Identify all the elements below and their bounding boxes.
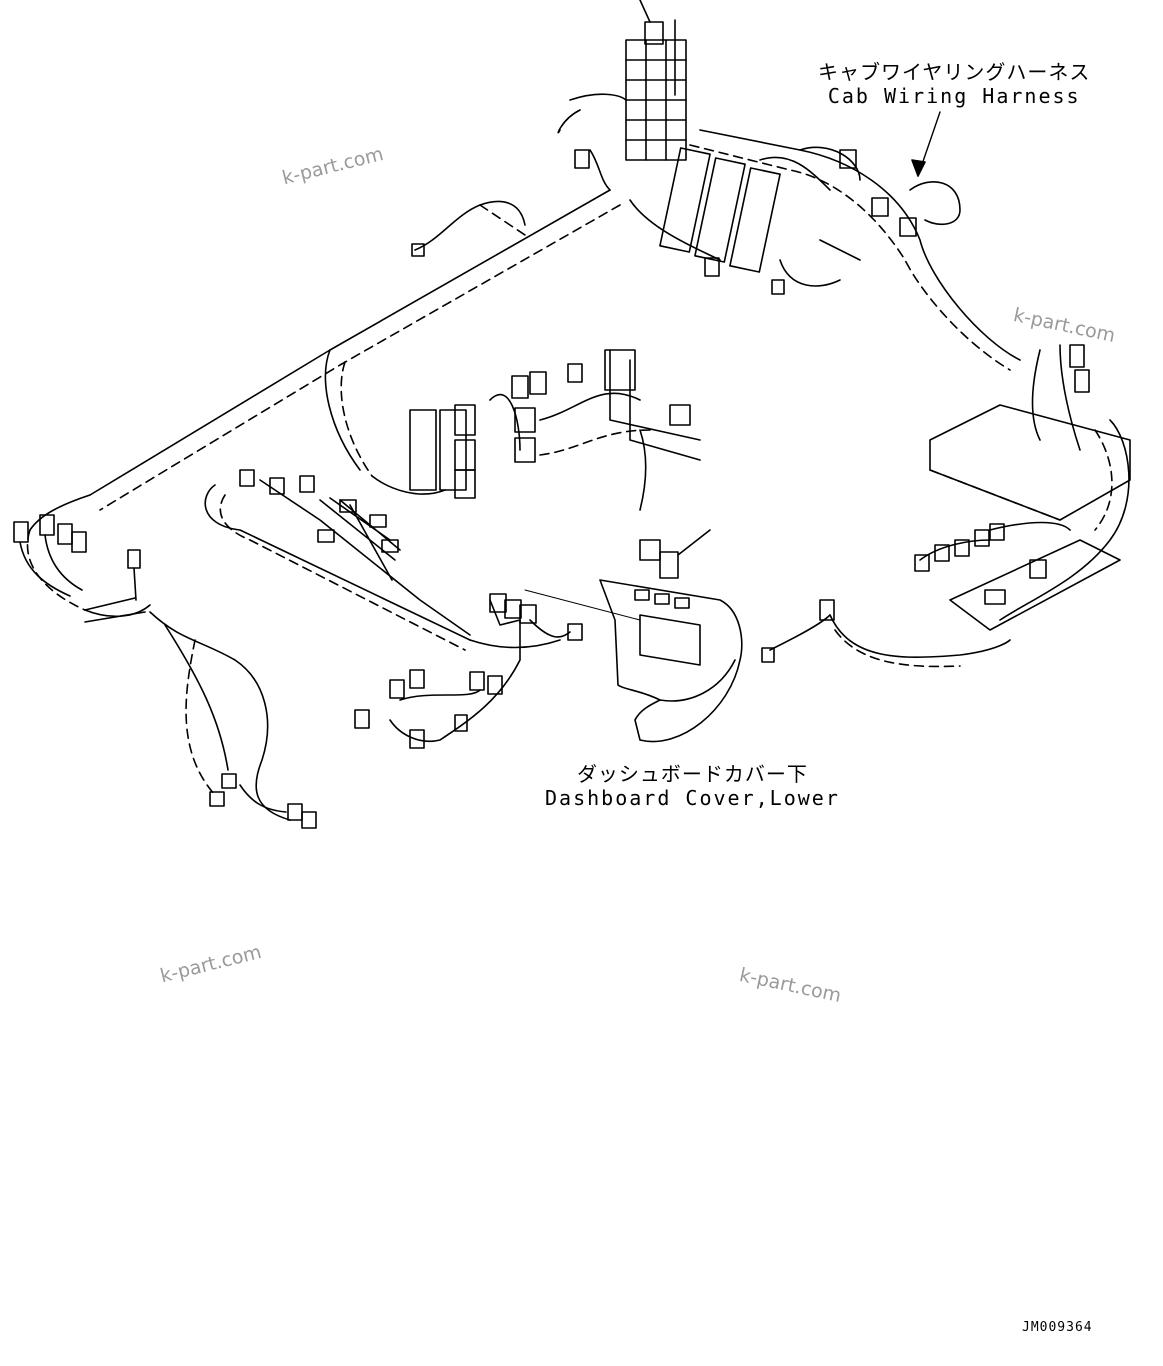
middle-lower-harness [204,469,561,651]
leader-lines [911,111,941,177]
dash-cover-label-jp: ダッシュボードカバー下 [576,762,808,786]
top-left-pigtail [411,200,526,257]
hanging-loop-harness [149,611,317,829]
right-console [914,344,1131,631]
bottom-right-harness [761,599,1011,668]
left-harness-end [13,494,151,623]
dash-cover-label-en: Dashboard Cover,Lower [545,786,840,810]
drawing-number: JM009364 [1022,1320,1093,1335]
cab-wiring-harness-callout: キャブワイヤリングハーネス Cab Wiring Harness [818,60,1090,108]
cab-harness-label-en: Cab Wiring Harness [827,84,1081,108]
dashboard-cover-callout: ダッシュボードカバー下 Dashboard Cover,Lower [545,762,840,810]
right-harness-loop [629,129,1021,371]
fuse-box [557,0,687,191]
dashboard-cover-lower [599,529,743,743]
lower-middle-connectors [354,589,641,749]
cab-harness-label-jp: キャブワイヤリングハーネス [818,60,1091,84]
main-harness-trunk [89,189,621,511]
center-relay-cluster [371,349,701,511]
